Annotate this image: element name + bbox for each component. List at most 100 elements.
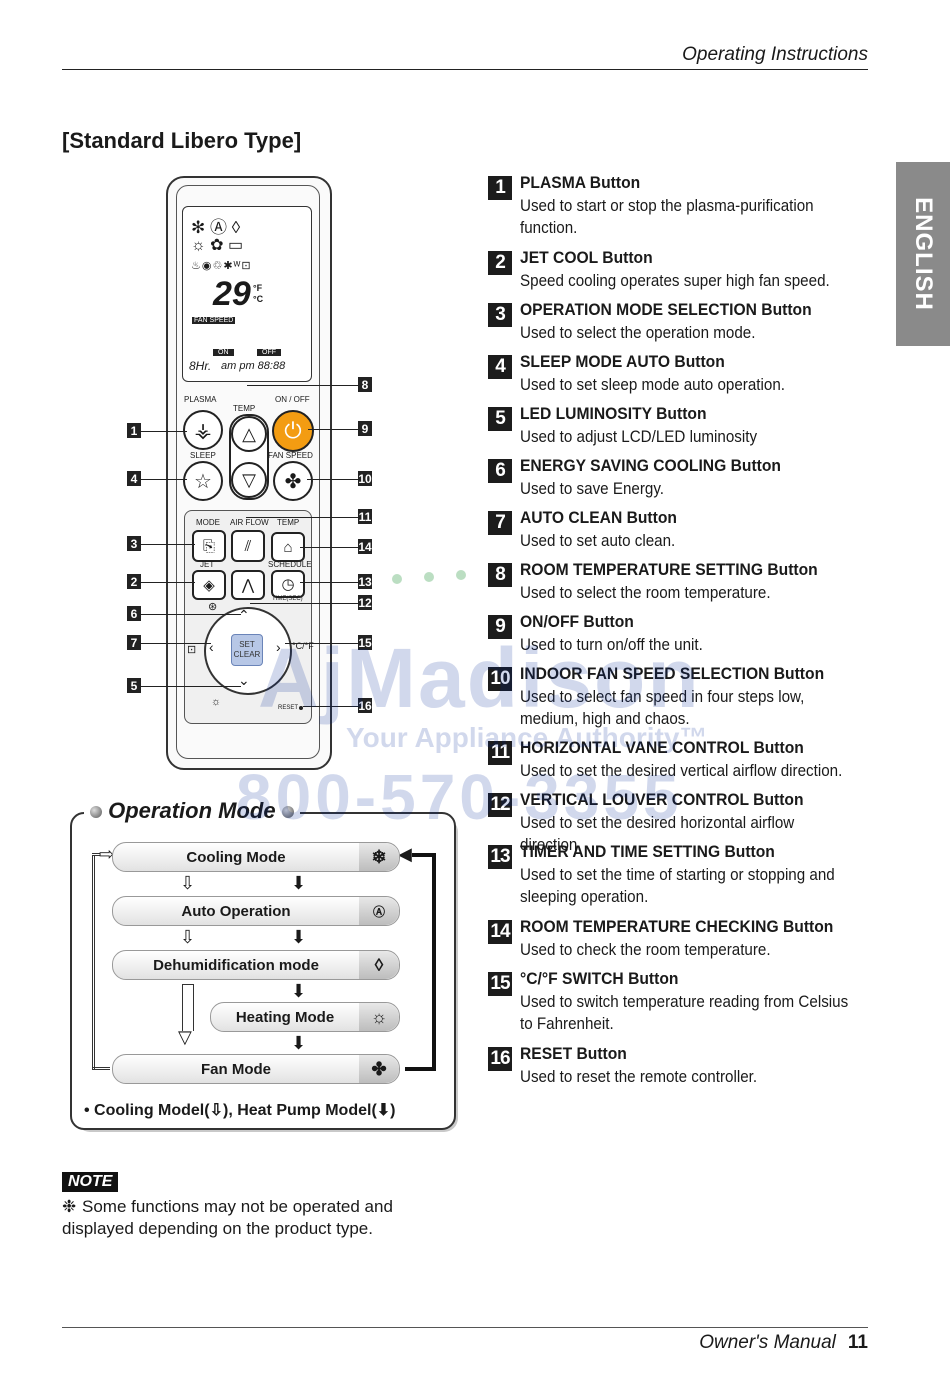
schedule-label: SCHEDULE	[268, 560, 312, 569]
item-title: RESET Button	[520, 1044, 627, 1063]
watermark-brand: AjMadison	[258, 631, 701, 725]
jet-cool-button[interactable]: ◈	[192, 570, 226, 600]
watermark-tagline: Your Appliance Authority™	[346, 722, 708, 753]
watermark-phone: 800-570-3355	[236, 761, 683, 833]
item-title: VERTICAL LOUVER CONTROL Button	[520, 790, 804, 809]
fan-mode-pill: Fan Mode✤	[112, 1054, 400, 1084]
item-description: Used to check the room temperature.	[520, 941, 771, 959]
leader-8	[247, 385, 358, 386]
item-number: 13	[488, 845, 512, 869]
mode-label: Cooling Mode	[186, 848, 286, 866]
page-number: 11	[847, 1332, 868, 1353]
item-description: Used to switch temperature reading from …	[520, 993, 849, 1033]
leader-12	[250, 603, 358, 604]
timer-button[interactable]: ◷	[271, 570, 305, 598]
solid-arrow-down-icon: ⬇	[291, 981, 307, 1001]
leader-16	[303, 706, 358, 707]
long-hollow-arrow-shaft	[182, 984, 194, 1031]
item-title: JET COOL Button	[520, 248, 653, 267]
item-description: Used to select the operation mode.	[520, 324, 756, 342]
mode-label: Auto Operation	[181, 902, 291, 920]
temp-check-label: TEMP	[277, 518, 300, 527]
item-title: ON/OFF Button	[520, 612, 634, 631]
cooling-mode-pill: Cooling Mode❄	[112, 842, 400, 872]
item-title: SLEEP MODE AUTO Button	[520, 352, 725, 371]
sleep-button[interactable]: ☆	[183, 461, 223, 501]
lcd-temperature: 29	[213, 275, 251, 313]
leader-2	[141, 582, 195, 583]
nav-left-button[interactable]: ‹	[209, 639, 214, 655]
item-number: 10	[488, 667, 512, 691]
loop-arrow-left-icon: ◀	[398, 844, 412, 864]
time-sec-label: TIME(SEC)	[272, 596, 303, 602]
room-temp-check-button[interactable]: ⌂	[271, 532, 305, 562]
language-tab-label: ENGLISH	[910, 197, 937, 311]
leader-3	[141, 544, 195, 545]
item-title: PLASMA Button	[520, 173, 641, 192]
leader-10	[307, 479, 358, 480]
temp-down-button[interactable]: ▽	[231, 462, 267, 498]
lcd-icons-row3: ♨◉♲✱ᵂ⊡	[191, 260, 252, 272]
callout-16: 16	[358, 698, 372, 713]
nav-right-button[interactable]: ›	[276, 639, 281, 655]
vertical-louver-button[interactable]: ⋀	[231, 570, 265, 600]
item-number: 15	[488, 972, 512, 996]
plasma-button[interactable]: ⚶	[183, 410, 223, 450]
droplet-icon: ◊	[359, 951, 399, 979]
item-description: Used to set auto clean.	[520, 532, 676, 550]
navigation-ring[interactable]	[204, 607, 292, 695]
callout-12: 12	[358, 595, 372, 610]
item-title: HORIZONTAL VANE CONTROL Button	[520, 738, 804, 757]
callout-8: 8	[358, 377, 372, 392]
item-title: ENERGY SAVING COOLING Button	[520, 456, 781, 475]
item-title: ROOM TEMPERATURE CHECKING Button	[520, 917, 834, 936]
on-off-label: ON / OFF	[275, 395, 310, 404]
lcd-unit-c: °C	[253, 294, 264, 304]
temp-up-button[interactable]: △	[231, 416, 267, 452]
loop-left-top	[92, 853, 100, 856]
note-body: Some functions may not be operated and d…	[62, 1197, 393, 1238]
heating-mode-pill: Heating Mode☼	[210, 1002, 400, 1032]
mode-label: MODE	[196, 518, 220, 527]
auto-clean-icon: ⊡	[187, 644, 197, 656]
fan-speed-label: FAN SPEED	[268, 451, 313, 460]
solid-arrow-down-icon: ⬇	[291, 873, 307, 893]
mode-label: Fan Mode	[201, 1060, 271, 1078]
sun-icon: ☼	[359, 1003, 399, 1031]
mode-button[interactable]: ⎘	[192, 530, 226, 562]
fan-speed-button[interactable]: ✤	[273, 461, 313, 501]
item-number: 8	[488, 563, 512, 587]
leader-14	[300, 547, 358, 548]
remote-lcd: ✻ Ⓐ ◊ ☼ ✿ ▭ ♨◉♲✱ᵂ⊡ 29 °F °C FAN SPEED ON…	[182, 206, 312, 382]
callout-11: 11	[358, 509, 372, 524]
lcd-icons-row2: ☼ ✿ ▭	[191, 237, 244, 254]
horizontal-vane-button[interactable]: ⫽	[231, 530, 265, 562]
energy-saving-icon: ⊛	[208, 601, 218, 613]
auto-operation-pill: Auto Operation Ⓐ	[112, 896, 400, 926]
asterisk-icon: ❉	[62, 1197, 77, 1216]
nav-down-button[interactable]: ⌄	[238, 672, 250, 688]
leader-1	[141, 431, 187, 432]
bullet-icon	[90, 806, 102, 819]
callout-10: 10	[358, 471, 372, 486]
plasma-label: PLASMA	[184, 395, 217, 404]
item-description: Used to start or stop the plasma-purific…	[520, 197, 814, 237]
led-luminosity-icon: ☼	[211, 696, 222, 708]
reset-button[interactable]	[299, 706, 303, 710]
remote-body	[176, 185, 320, 759]
leader-9	[308, 429, 358, 430]
on-off-button[interactable]: ⏻	[272, 410, 314, 452]
item-title: °C/°F SWITCH Button	[520, 969, 679, 988]
set-clear-button[interactable]: SET CLEAR	[231, 634, 263, 666]
nav-up-button[interactable]: ⌃	[238, 607, 250, 623]
operation-mode-title-text: Operation Mode	[108, 798, 276, 823]
item-number: 5	[488, 407, 512, 431]
header-title: Operating Instructions	[682, 44, 868, 65]
watermark-dot	[456, 570, 466, 580]
footer-rule	[62, 1327, 868, 1328]
item-title: AUTO CLEAN Button	[520, 508, 677, 527]
leader-7	[141, 643, 211, 644]
ai-icon: Ⓐ	[359, 897, 399, 925]
dehumidification-pill: Dehumidification mode◊	[112, 950, 400, 980]
